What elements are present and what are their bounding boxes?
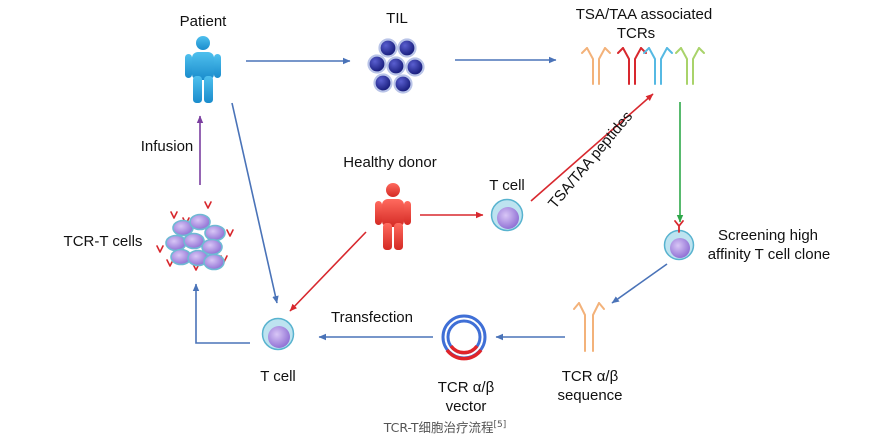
- tcr-receptors-icon: [581, 47, 705, 85]
- caption-text: TCR-T细胞治疗流程: [383, 420, 494, 435]
- arrow-donor-to-bottom-t-cell: [289, 231, 367, 312]
- transfection-label: Transfection: [331, 309, 413, 326]
- sequence-label-line1: TCR α/β: [562, 368, 619, 385]
- bottom-t-cell-label: T cell: [260, 368, 296, 385]
- screening-cell-icon: [663, 220, 695, 261]
- til-cluster-icon: [367, 38, 425, 94]
- donor-t-cell-icon: [490, 198, 524, 232]
- tcrs-label-line2: TCRs: [617, 25, 655, 42]
- arrow-patient-to-t-cell: [231, 102, 279, 304]
- healthy-donor-figure-icon: [375, 183, 411, 250]
- peptides-label: TSA/TAA peptides: [545, 108, 636, 212]
- donor-t-cell-label: T cell: [489, 177, 525, 194]
- screening-label-line1: Screening high: [718, 227, 818, 244]
- tcr-t-cells-cluster-icon: [156, 201, 234, 271]
- sequence-label-line2: sequence: [557, 387, 622, 404]
- arrow-screening-to-sequence: [611, 263, 668, 304]
- tcrs-label-line1: TSA/TAA associated: [576, 6, 712, 23]
- tcr-t-cells-label: TCR-T cells: [64, 233, 143, 250]
- vector-label-line1: TCR α/β: [438, 379, 495, 396]
- til-label: TIL: [386, 10, 408, 27]
- patient-figure-icon: [185, 36, 221, 103]
- tcr-vector-plasmid-icon: [441, 314, 487, 361]
- figure-caption: TCR-T细胞治疗流程[5]: [383, 420, 507, 435]
- infusion-label: Infusion: [141, 138, 194, 155]
- tcr-sequence-icon: [573, 302, 605, 352]
- arrow-t-cell-to-tcrs: [530, 93, 654, 202]
- healthy-donor-label: Healthy donor: [343, 154, 436, 171]
- screening-label-line2: affinity T cell clone: [708, 246, 831, 263]
- arrow-t-cell-to-tcr-t-cells: [192, 283, 250, 344]
- vector-label-line2: vector: [446, 398, 487, 415]
- bottom-t-cell-icon: [261, 317, 295, 351]
- patient-label: Patient: [180, 13, 228, 30]
- caption-reference: [5]: [494, 420, 507, 430]
